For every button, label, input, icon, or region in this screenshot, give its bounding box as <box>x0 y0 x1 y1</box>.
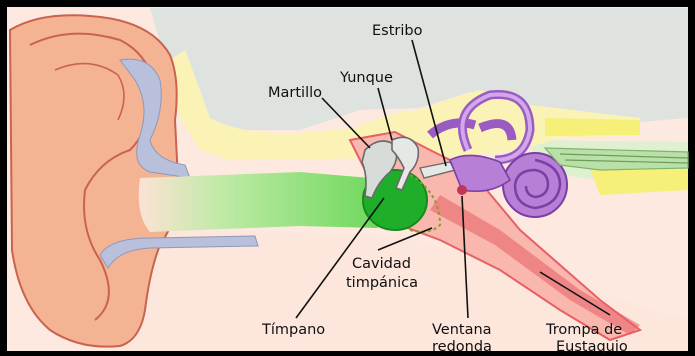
label-estribo: Estribo <box>372 23 423 39</box>
label-trompa-line1: Trompa de <box>545 322 622 338</box>
label-cavidad-line2: timpánica <box>346 275 418 291</box>
bright-bone-strip <box>545 118 640 136</box>
ear-canal <box>139 172 378 232</box>
label-trompa-line2: Eustaquio <box>556 339 628 355</box>
label-martillo: Martillo <box>268 85 322 101</box>
label-ventana-line2: redonda <box>432 339 492 355</box>
label-cavidad-line1: Cavidad <box>352 256 411 272</box>
label-timpano: Tímpano <box>261 322 325 338</box>
label-ventana-line1: Ventana <box>432 322 492 338</box>
ventana-redonda-spot <box>457 185 467 195</box>
label-yunque: Yunque <box>339 70 393 86</box>
